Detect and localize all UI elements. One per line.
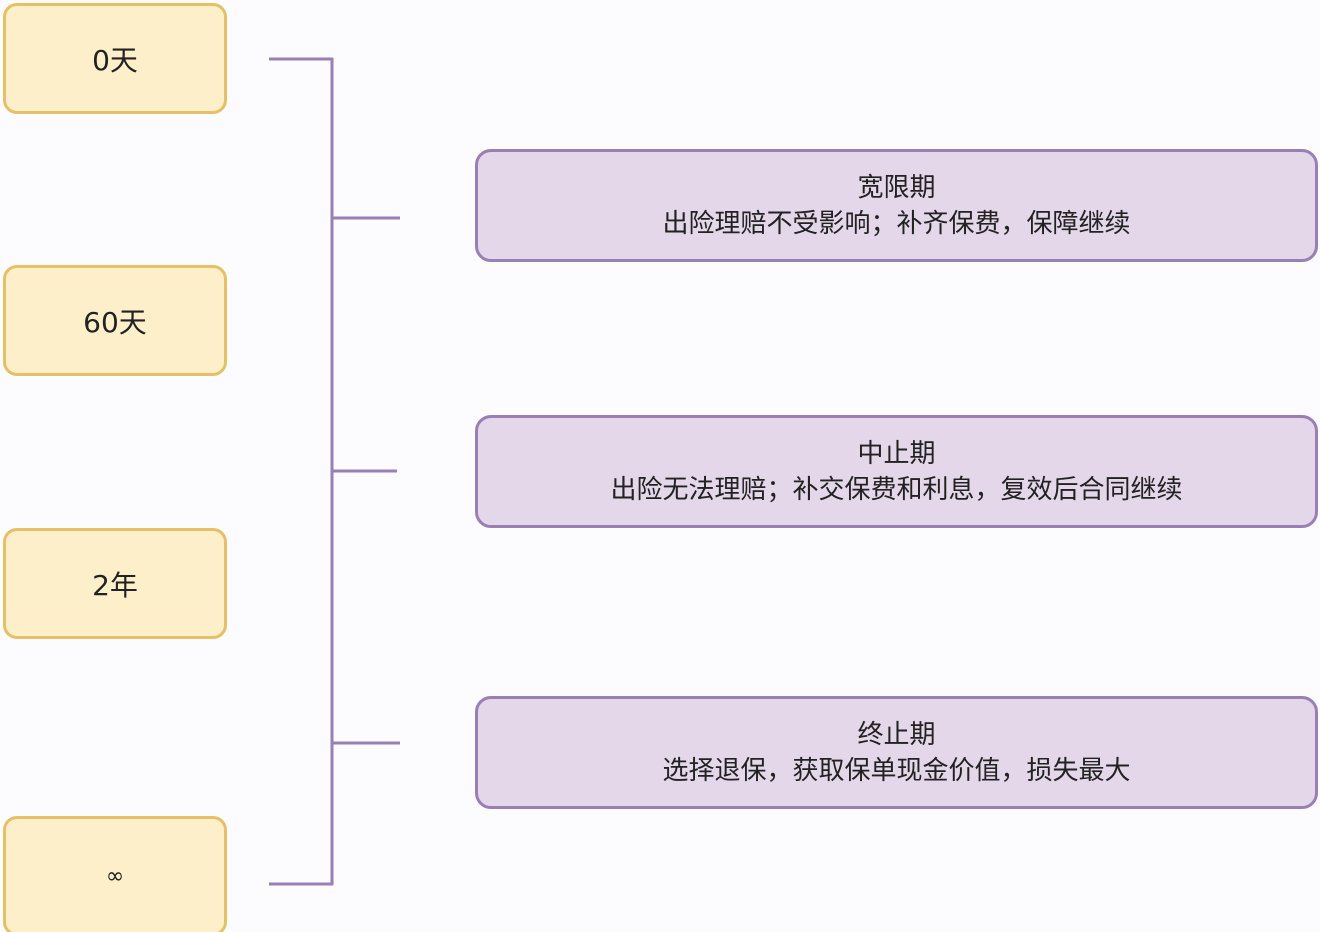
- time-point-infinity: ∞: [3, 816, 227, 932]
- time-point-0-days: 0天: [3, 3, 227, 114]
- time-point-label: ∞: [105, 863, 125, 889]
- time-point-2-years: 2年: [3, 528, 227, 639]
- phase-title: 中止期: [857, 438, 936, 469]
- phase-description: 出险无法理赔；补交保费和利息，复效后合同继续: [610, 474, 1183, 505]
- time-point-label: 0天: [92, 43, 138, 77]
- phase-suspension-period: 中止期 出险无法理赔；补交保费和利息，复效后合同继续: [475, 415, 1318, 528]
- phase-grace-period: 宽限期 出险理赔不受影响；补齐保费，保障继续: [475, 149, 1318, 262]
- phase-title: 终止期: [857, 719, 936, 750]
- phase-description: 出险理赔不受影响；补齐保费，保障继续: [662, 208, 1131, 239]
- phase-title: 宽限期: [857, 172, 936, 203]
- time-point-label: 2年: [92, 568, 138, 602]
- time-point-label: 60天: [83, 305, 147, 339]
- phase-description: 选择退保，获取保单现金价值，损失最大: [662, 755, 1131, 786]
- phase-termination-period: 终止期 选择退保，获取保单现金价值，损失最大: [475, 696, 1318, 809]
- time-point-60-days: 60天: [3, 265, 227, 376]
